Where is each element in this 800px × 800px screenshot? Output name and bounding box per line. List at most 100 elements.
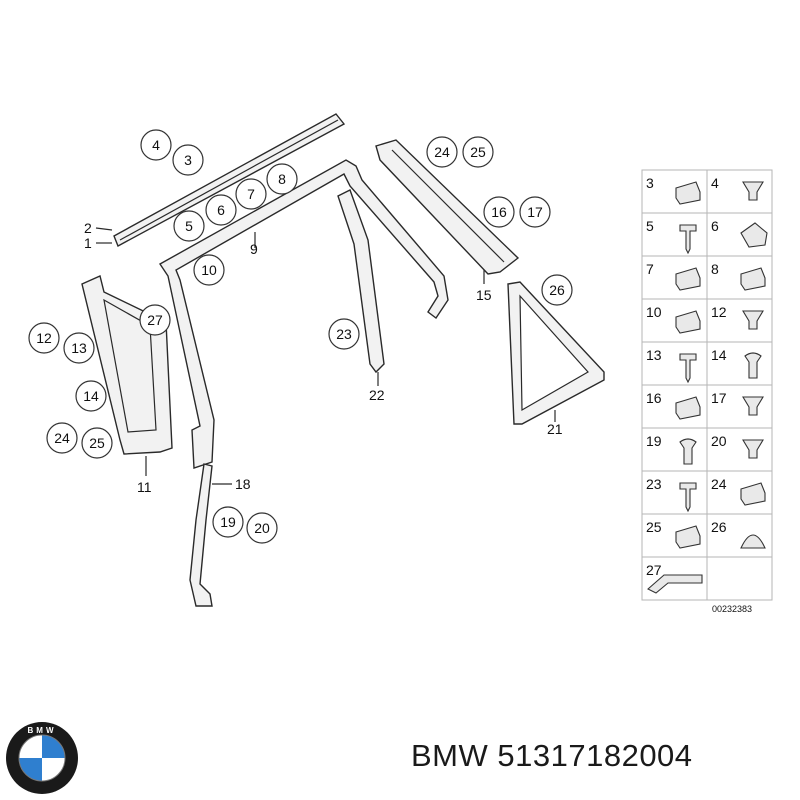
legend-number: 19 bbox=[646, 433, 662, 449]
legend-number: 14 bbox=[711, 347, 727, 363]
callout-19: 19 bbox=[212, 506, 244, 538]
plug-icon bbox=[742, 310, 764, 330]
legend-cell-26: 26 bbox=[706, 513, 773, 558]
callout-23: 23 bbox=[328, 318, 360, 350]
legend-number: 6 bbox=[711, 218, 719, 234]
svg-text:3: 3 bbox=[184, 152, 192, 168]
clip-icon bbox=[675, 525, 701, 549]
svg-text:19: 19 bbox=[220, 514, 236, 530]
legend-number: 7 bbox=[646, 261, 654, 277]
legend-cell-7: 7 bbox=[641, 255, 708, 300]
legend-cell-8: 8 bbox=[706, 255, 773, 300]
legend-cell-24: 24 bbox=[706, 470, 773, 515]
legend-cell-10: 10 bbox=[641, 298, 708, 343]
callout-2: 2 bbox=[84, 220, 92, 236]
callouts: 4 3 8 7 6 5 10 24 25 16 17 26 23 27 12 1… bbox=[28, 129, 573, 544]
legend-cell-13: 13 bbox=[641, 341, 708, 386]
plug-icon bbox=[742, 439, 764, 459]
plug-icon bbox=[742, 181, 764, 201]
svg-text:24: 24 bbox=[54, 430, 70, 446]
callout-10: 10 bbox=[193, 254, 225, 286]
callout-1: 1 bbox=[84, 235, 92, 251]
svg-text:24: 24 bbox=[434, 144, 450, 160]
legend-cell-5: 5 bbox=[641, 212, 708, 257]
callout-20: 20 bbox=[246, 512, 278, 544]
svg-text:14: 14 bbox=[83, 388, 99, 404]
quarter-window-seal-21 bbox=[507, 281, 605, 425]
svg-text:23: 23 bbox=[336, 326, 352, 342]
legend-number: 23 bbox=[646, 476, 662, 492]
legend-number: 8 bbox=[711, 261, 719, 277]
screw-icon bbox=[679, 224, 697, 255]
callout-7: 7 bbox=[235, 178, 267, 210]
clip-icon bbox=[740, 482, 766, 506]
callout-21: 21 bbox=[547, 421, 563, 437]
legend-cell-20: 20 bbox=[706, 427, 773, 472]
svg-text:13: 13 bbox=[71, 340, 87, 356]
legend-number: 16 bbox=[646, 390, 662, 406]
legend-number: 3 bbox=[646, 175, 654, 191]
callout-3: 3 bbox=[172, 144, 204, 176]
legend-number: 4 bbox=[711, 175, 719, 191]
callout-4: 4 bbox=[140, 129, 172, 161]
tape-arrow-icon bbox=[647, 574, 703, 594]
screw-icon bbox=[679, 482, 697, 513]
callout-22: 22 bbox=[369, 387, 385, 403]
legend-cell-4: 4 bbox=[706, 169, 773, 214]
legend-number: 5 bbox=[646, 218, 654, 234]
svg-text:26: 26 bbox=[549, 282, 565, 298]
legend-cell-25: 25 bbox=[641, 513, 708, 558]
svg-text:BMW: BMW bbox=[28, 726, 57, 735]
clip-icon bbox=[675, 310, 701, 334]
callout-11: 11 bbox=[137, 479, 152, 495]
callout-9: 9 bbox=[250, 241, 258, 257]
part-number-caption: BMW 51317182004 bbox=[411, 738, 693, 774]
callout-18: 18 bbox=[235, 476, 251, 492]
callout-8: 8 bbox=[266, 163, 298, 195]
callout-25b: 25 bbox=[81, 427, 113, 459]
callout-26: 26 bbox=[541, 274, 573, 306]
legend-cell-6: 6 bbox=[706, 212, 773, 257]
svg-text:8: 8 bbox=[278, 171, 286, 187]
callout-13: 13 bbox=[63, 332, 95, 364]
clip-icon bbox=[740, 267, 766, 291]
brand-name: BMW bbox=[411, 738, 489, 773]
legend-cell-3: 3 bbox=[641, 169, 708, 214]
callout-24b: 24 bbox=[46, 422, 78, 454]
rivet-icon bbox=[744, 352, 762, 379]
svg-text:25: 25 bbox=[89, 435, 105, 451]
svg-text:10: 10 bbox=[201, 262, 217, 278]
callout-14: 14 bbox=[75, 380, 107, 412]
legend-number: 10 bbox=[646, 304, 662, 320]
callout-25a: 25 bbox=[462, 136, 494, 168]
clip-icon bbox=[675, 267, 701, 291]
legend-cell-17: 17 bbox=[706, 384, 773, 429]
svg-text:5: 5 bbox=[185, 218, 193, 234]
glass-channel-22-23 bbox=[337, 189, 385, 386]
screw-icon bbox=[679, 353, 697, 384]
svg-text:20: 20 bbox=[254, 520, 270, 536]
callout-16: 16 bbox=[483, 196, 515, 228]
svg-text:27: 27 bbox=[147, 312, 163, 328]
part-number: 51317182004 bbox=[497, 738, 693, 773]
svg-text:12: 12 bbox=[36, 330, 52, 346]
callout-12: 12 bbox=[28, 322, 60, 354]
trim-strip-1-2 bbox=[95, 113, 346, 247]
bmw-logo: BMW bbox=[6, 722, 78, 794]
svg-text:7: 7 bbox=[247, 186, 255, 202]
svg-text:17: 17 bbox=[527, 204, 543, 220]
plug-icon bbox=[742, 396, 764, 416]
callout-15: 15 bbox=[476, 287, 492, 303]
svg-text:25: 25 bbox=[470, 144, 486, 160]
legend-cell-27: 27 bbox=[641, 556, 708, 601]
nut-clip-icon bbox=[740, 222, 768, 248]
legend-cell-12: 12 bbox=[706, 298, 773, 343]
legend-number: 27 bbox=[646, 562, 662, 578]
legend-number: 17 bbox=[711, 390, 727, 406]
window-frame-9-10 bbox=[158, 159, 449, 469]
seal-strip-18 bbox=[189, 463, 232, 607]
legend-number: 26 bbox=[711, 519, 727, 535]
legend-cell-16: 16 bbox=[641, 384, 708, 429]
